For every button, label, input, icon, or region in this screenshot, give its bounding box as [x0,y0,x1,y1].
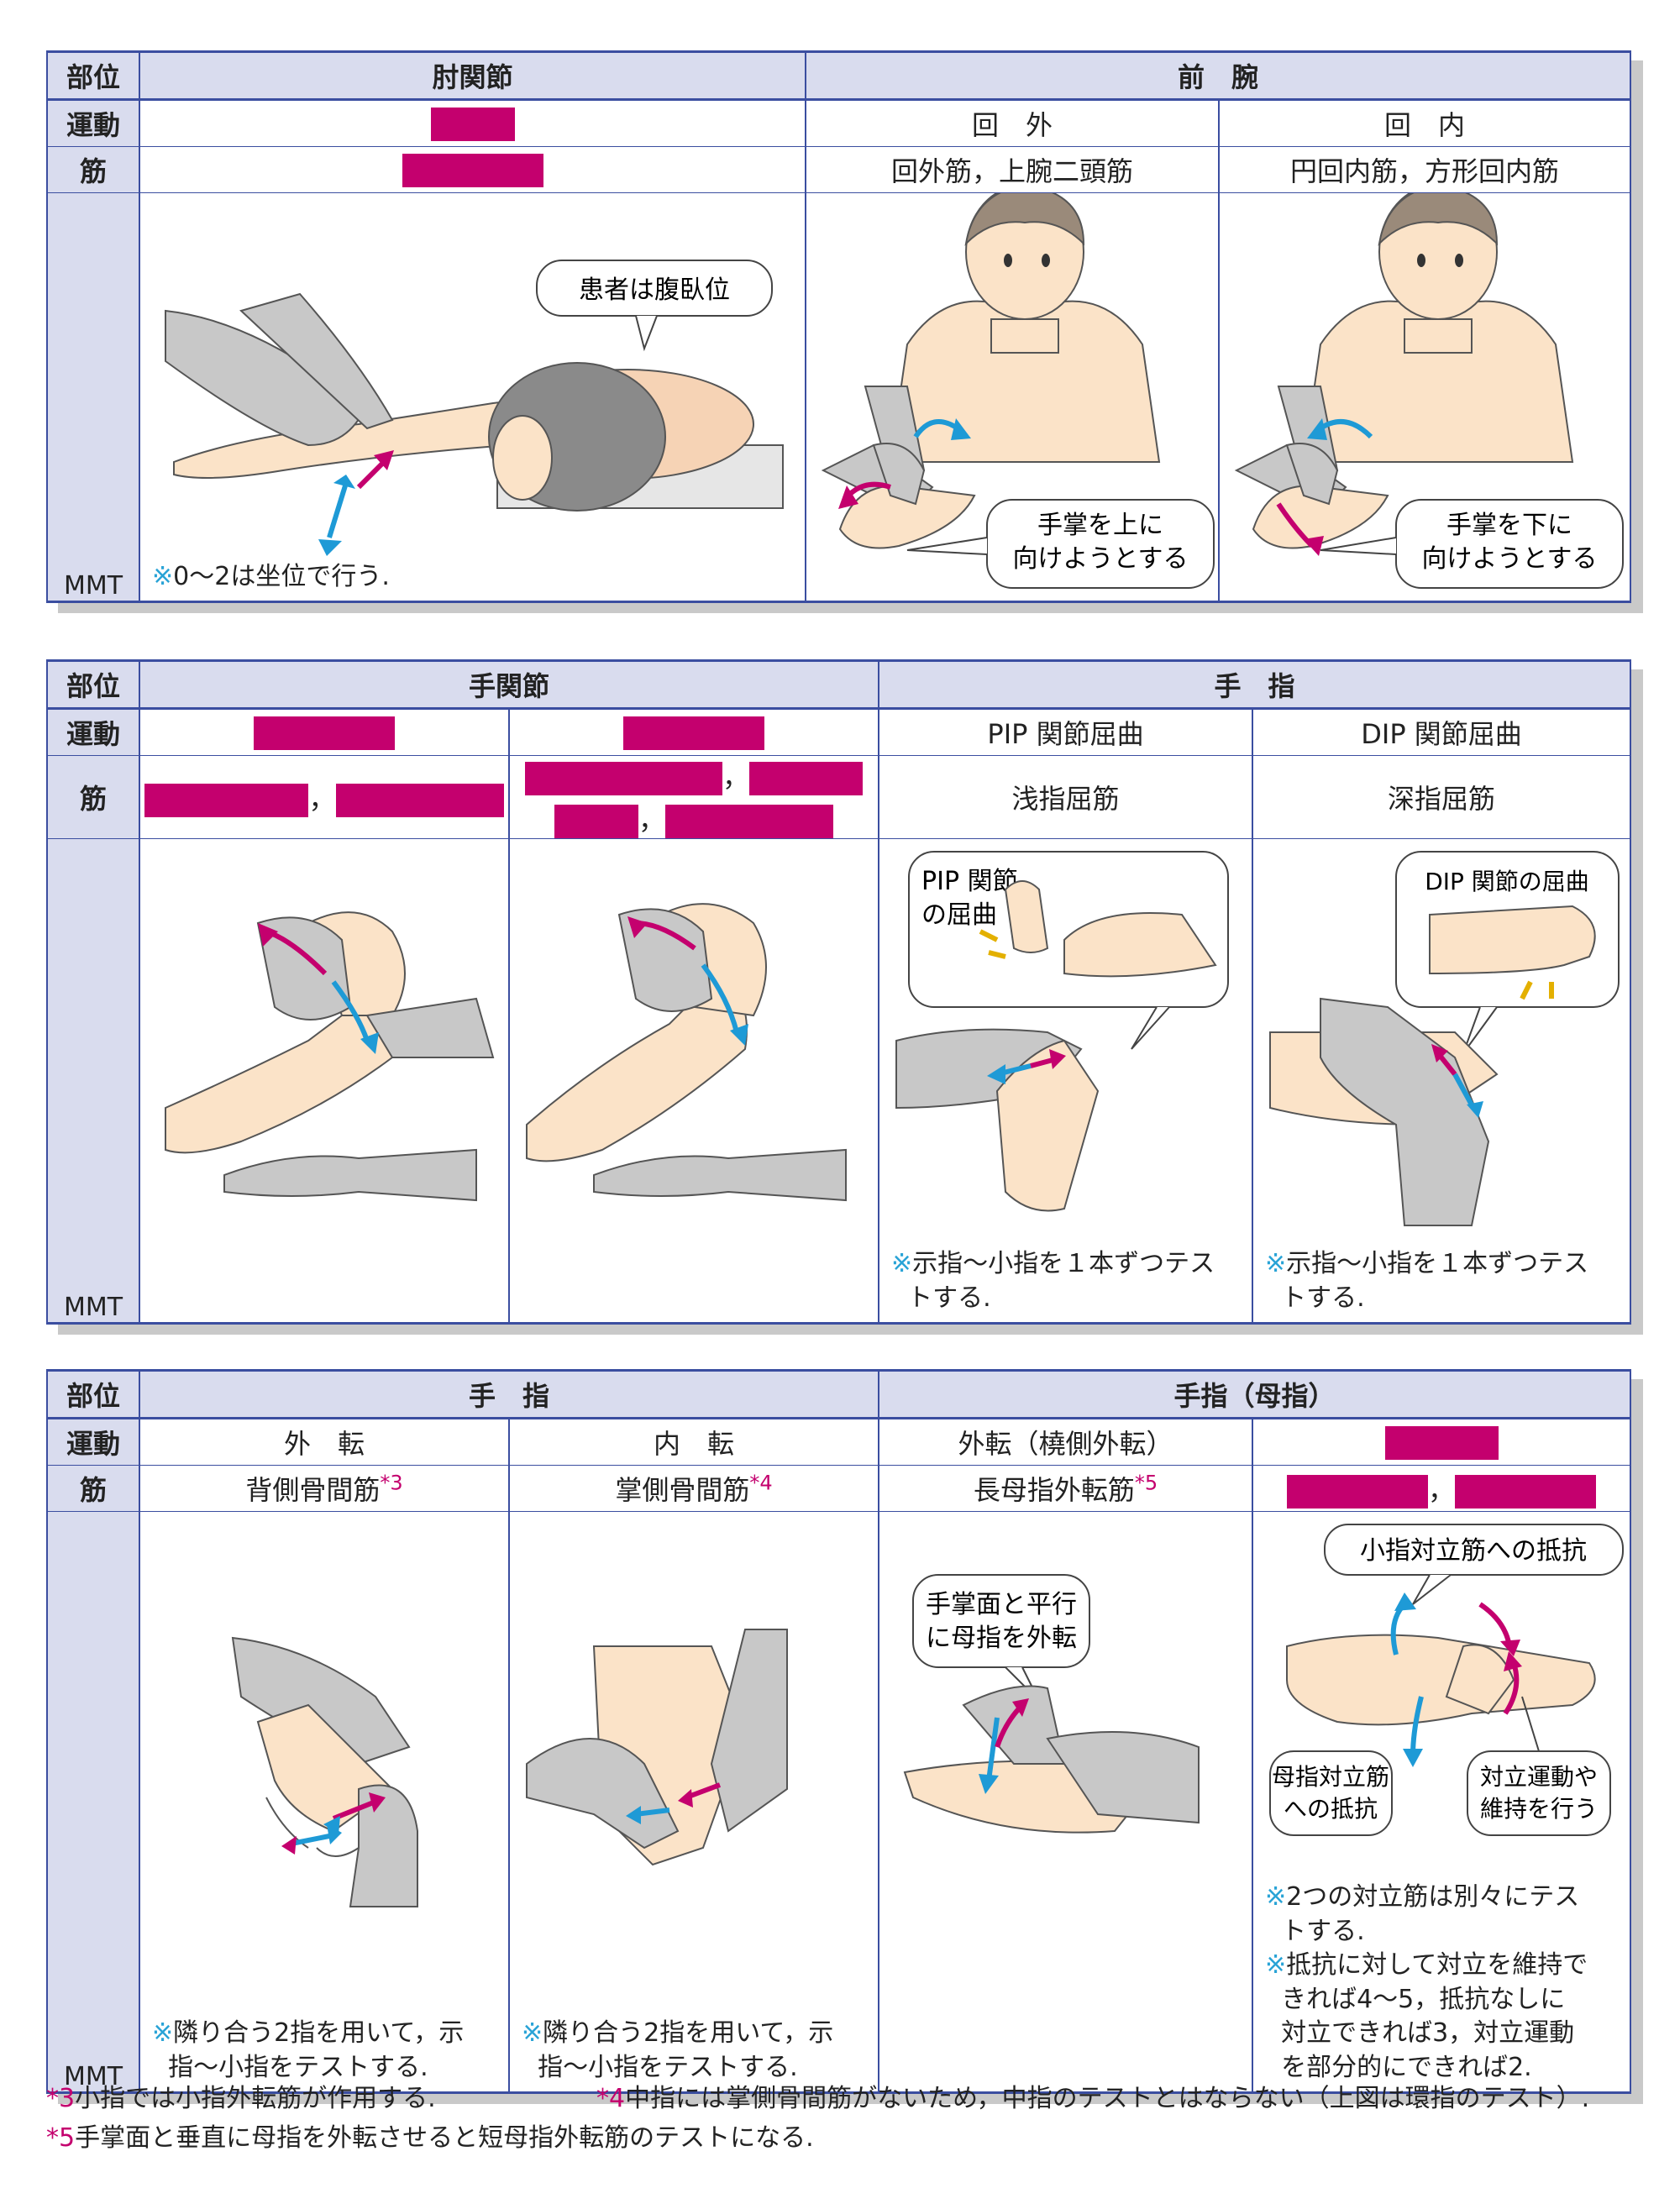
table-elbow-forearm: 部位 肘関節 前 腕 運動 回 外 回 内 筋 回外筋，上腕二頭筋 円回内筋，方… [46,50,1632,603]
supination-illustration: 手掌を上に 向けようとする [821,193,1215,589]
wrist-illustration-2 [526,903,847,1202]
opp-bubble-right-2: 維持を行う [1480,1795,1598,1823]
header-finger-3: 手 指 [138,1369,880,1419]
elbow-illustration-cell: 患者は腹臥位 ※0〜2は坐位で行う. [139,192,806,603]
supination-bubble-line1: 手掌を上に [1037,511,1163,540]
muscle-fdp: 深指屈筋 [1252,755,1632,839]
wrist-flexion-illustration-cell [139,838,510,1325]
opposition-illustration-cell: 小指対立筋への抵抗 母指対立筋 への抵抗 対立運動や [1252,1511,1632,2094]
thumb-abduction-illustration: 手掌面と平行 に母指を外転 [903,1574,1200,1834]
pronation-bubble-line2: 向けようとする [1421,544,1597,574]
dip-note: ※示指〜小指を１本ずつテス トする. [1265,1249,1589,1313]
row-motion-label: 運動 [46,99,140,147]
row-motion-label-3: 運動 [46,1418,140,1466]
table-finger-thumb: 部位 手 指 手指（母指） 運動 外 転 内 転 外転（橈側外転） 筋 背側骨間… [46,1369,1632,2094]
row-mmt-label: MMT [46,192,140,603]
footnote-5: *5手掌面と垂直に母指を外転させると短母指外転筋のテストになる. [46,2123,814,2153]
redacted-thumb-motion [1252,1418,1632,1466]
header-site-label-2: 部位 [46,659,140,710]
abduction-illustration-cell: ※隣り合う2指を用いて，示 指〜小指をテストする. [139,1511,510,2094]
redacted-elbow-muscle [139,146,806,193]
pip-bubble-line1: PIP 関節 [921,867,1018,896]
row-mmt-label-2: MMT [46,838,140,1325]
opp-bubble-top: 小指対立筋への抵抗 [1360,1536,1587,1566]
footnote-4: *4中指には掌側骨間筋がないため，中指のテストとはならない（上図は環指のテスト）… [596,2084,1590,2113]
opposition-note: ※2つの対立筋は別々にテス トする. ※抵抗に対して対立を維持で きれば4〜5，… [1265,1882,1588,2082]
finger-adduction-illustration [526,1629,788,1866]
motion-dip-flexion: DIP 関節屈曲 [1252,708,1632,756]
motion-abduction: 外 転 [139,1418,510,1466]
muscle-pronation: 円回内筋，方形回内筋 [1217,146,1632,193]
pronation-illustration: 手掌を下に 向けようとする [1234,193,1624,589]
row-muscle-label-3: 筋 [46,1465,140,1512]
dip-illustration-cell: DIP 関節の屈曲 ※示指〜小指を１本ずつテス トする. [1252,838,1632,1325]
header-thumb: 手指（母指） [878,1369,1632,1419]
elbow-extension-illustration: 患者は腹臥位 [165,260,784,556]
supination-illustration-cell: 手掌を上に 向けようとする [805,192,1220,603]
supination-bubble-line2: 向けようとする [1012,544,1188,574]
pip-flexion-illustration: PIP 関節 の屈曲 [895,851,1230,1212]
pronation-illustration-cell: 手掌を下に 向けようとする [1217,192,1632,603]
muscle-dorsal-interossei: 背側骨間筋*3 [139,1465,510,1512]
opp-bubble-right-1: 対立運動や [1480,1763,1598,1791]
bubble-prone-text: 患者は腹臥位 [579,275,730,305]
opp-bubble-left-1: 母指対立筋 [1272,1763,1389,1791]
motion-adduction: 内 転 [507,1418,880,1466]
header-elbow: 肘関節 [139,50,806,101]
table-wrist-finger: 部位 手関節 手 指 運動 PIP 関節屈曲 DIP 関節屈曲 筋 ， ， ， … [46,659,1632,1325]
muscle-apl: 長母指外転筋*5 [878,1465,1254,1512]
redacted-wrist-muscle-1: ， [139,755,510,839]
adduction-illustration-cell: ※隣り合う2指を用いて，示 指〜小指をテストする. [507,1511,880,2094]
opp-bubble-left-2: への抵抗 [1284,1795,1378,1823]
dip-flexion-illustration: DIP 関節の屈曲 [1269,851,1620,1226]
header-site-label: 部位 [46,50,140,101]
footnote-3: *3小指では小指外転筋が作用する. [46,2084,436,2113]
header-forearm: 前 腕 [804,50,1632,101]
redacted-wrist-muscle-2: ， ， [507,755,880,839]
thumb-abduction-illustration-cell: 手掌面と平行 に母指を外転 [878,1511,1254,2094]
dip-bubble-text: DIP 関節の屈曲 [1425,868,1589,895]
pip-illustration-cell: PIP 関節 の屈曲 ※示指〜小指を１本ずつテス トする. [878,838,1254,1325]
adduction-note: ※隣り合う2指を用いて，示 指〜小指をテストする. [522,2018,834,2082]
motion-thumb-abduction: 外転（橈側外転） [878,1418,1254,1466]
row-motion-label-2: 運動 [46,708,140,756]
redacted-thumb-muscle: ， [1252,1465,1632,1512]
header-site-label-3: 部位 [46,1369,140,1419]
header-finger: 手 指 [878,659,1632,710]
pip-bubble-line2: の屈曲 [921,900,997,930]
wrist-extension-illustration-cell [507,838,880,1325]
motion-supination: 回 外 [805,99,1220,147]
pip-note: ※示指〜小指を１本ずつテス トする. [891,1249,1215,1313]
motion-pronation: 回 内 [1217,99,1632,147]
abduction-note: ※隣り合う2指を用いて，示 指〜小指をテストする. [152,2018,465,2082]
row-muscle-label: 筋 [46,146,140,193]
redacted-elbow-motion [139,99,806,147]
header-wrist: 手関節 [138,659,880,710]
redacted-wrist-motion-2 [507,708,880,756]
pronation-bubble-line1: 手掌を下に [1446,511,1572,540]
muscle-fds: 浅指屈筋 [878,755,1254,839]
row-mmt-label-3: MMT [46,1511,140,2094]
elbow-note: ※0〜2は坐位で行う. [152,561,390,591]
redacted-wrist-motion-1 [139,708,510,756]
opposition-illustration: 小指対立筋への抵抗 母指対立筋 への抵抗 対立運動や [1269,1524,1625,1836]
muscle-supination: 回外筋，上腕二頭筋 [805,146,1220,193]
finger-abduction-illustration [231,1636,418,1907]
motion-pip-flexion: PIP 関節屈曲 [878,708,1254,756]
thumb-bubble-line1: 手掌面と平行 [926,1590,1077,1619]
thumb-bubble-line2: に母指を外転 [926,1624,1077,1653]
muscle-palmar-interossei: 掌側骨間筋*4 [507,1465,880,1512]
wrist-illustration-1 [165,911,495,1202]
row-muscle-label-2: 筋 [46,755,140,839]
